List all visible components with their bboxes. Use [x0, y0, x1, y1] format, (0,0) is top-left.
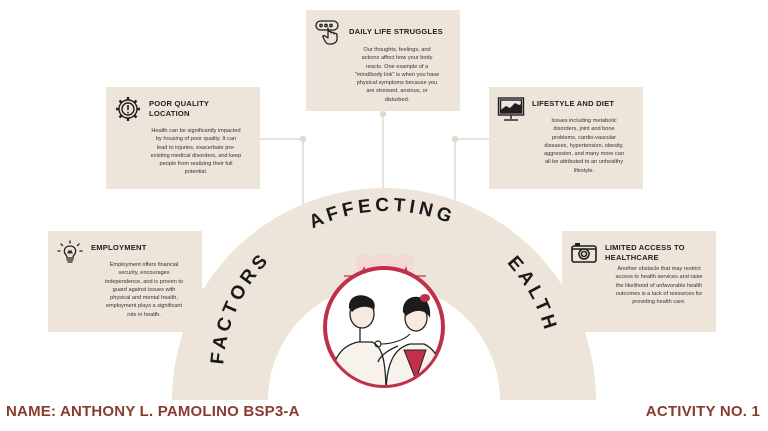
arch-band: [172, 188, 596, 400]
doctor-patient-illustration: [323, 266, 445, 388]
card-lifestyle-title: LIFESTYLE AND DIET: [532, 99, 615, 108]
card-lifestyle-and-diet: LIFESTYLE AND DIET Issues including meta…: [489, 87, 643, 189]
card-poor-quality-location: POOR QUALITY LOCATION Health can be sign…: [106, 87, 260, 189]
warning-gear-icon: [116, 97, 140, 121]
lightbulb-icon: [57, 240, 83, 263]
footer-activity-number: ACTIVITY NO. 1: [645, 403, 760, 420]
card-daily-title: DAILY LIFE STRUGGLES: [349, 27, 443, 37]
card-limited-access-to-healthcare: LIMITED ACCESS TO HEALTHCARE Another obs…: [562, 231, 716, 332]
connector-dots: [299, 110, 459, 143]
card-poor-quality-title: POOR QUALITY LOCATION: [149, 99, 210, 118]
card-employment: EMPLOYMENT Employment offers financial s…: [48, 231, 202, 332]
card-employment-body: Employment offers financial security, en…: [104, 262, 184, 318]
card-lifestyle-body: Issues including metabolic disorders, jo…: [544, 118, 624, 174]
card-daily-life-struggles: DAILY LIFE STRUGGLES Our thoughts, feeli…: [306, 10, 460, 111]
monitor-chart-icon: [497, 97, 525, 121]
card-limited-body: Another obstacle that may restrict acces…: [615, 266, 703, 306]
camera-icon: [571, 243, 597, 263]
footer-student-name: NAME: ANTHONY L. PAMOLINO BSP3-A: [6, 403, 300, 420]
hand-pointer-icon: [315, 20, 339, 45]
card-poor-quality-body: Health can be significantly impacted by …: [150, 128, 242, 176]
card-employment-title: EMPLOYMENT: [91, 243, 147, 252]
card-daily-body: Our thoughts, feelings, and actions affe…: [354, 47, 440, 103]
card-limited-title: LIMITED ACCESS TO HEALTHCARE: [605, 243, 685, 262]
